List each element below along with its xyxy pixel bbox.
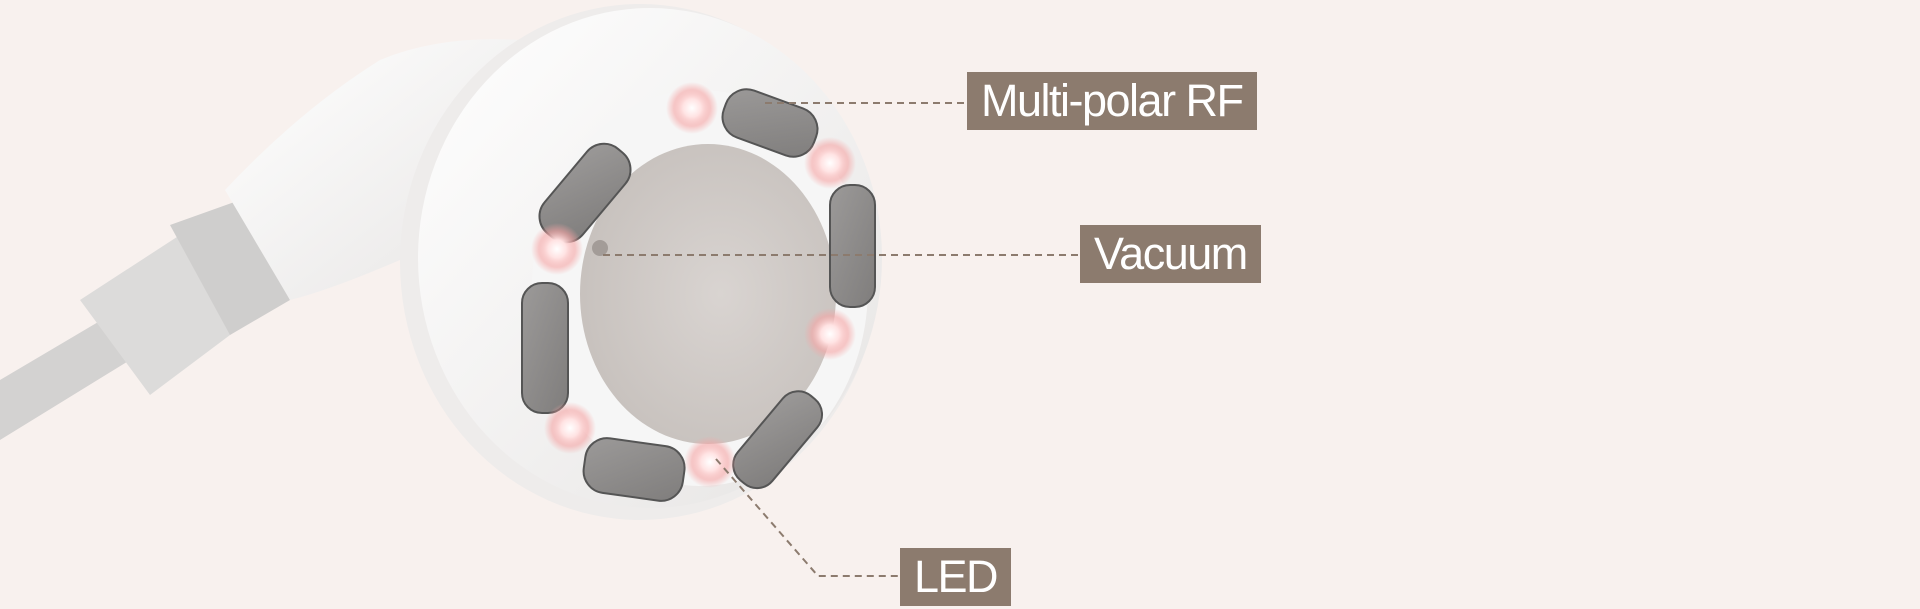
cable	[0, 200, 290, 440]
rf-electrodes	[521, 88, 876, 502]
vacuum-cup	[580, 144, 836, 444]
vacuum-hole	[592, 240, 608, 256]
leader-lines	[603, 102, 1080, 577]
label-multipolar-rf: Multi-polar RF	[967, 72, 1257, 130]
led-lights	[531, 82, 856, 488]
leader-line-led	[715, 458, 900, 577]
label-led: LED	[900, 548, 1012, 606]
label-vacuum: Vacuum	[1080, 225, 1261, 283]
